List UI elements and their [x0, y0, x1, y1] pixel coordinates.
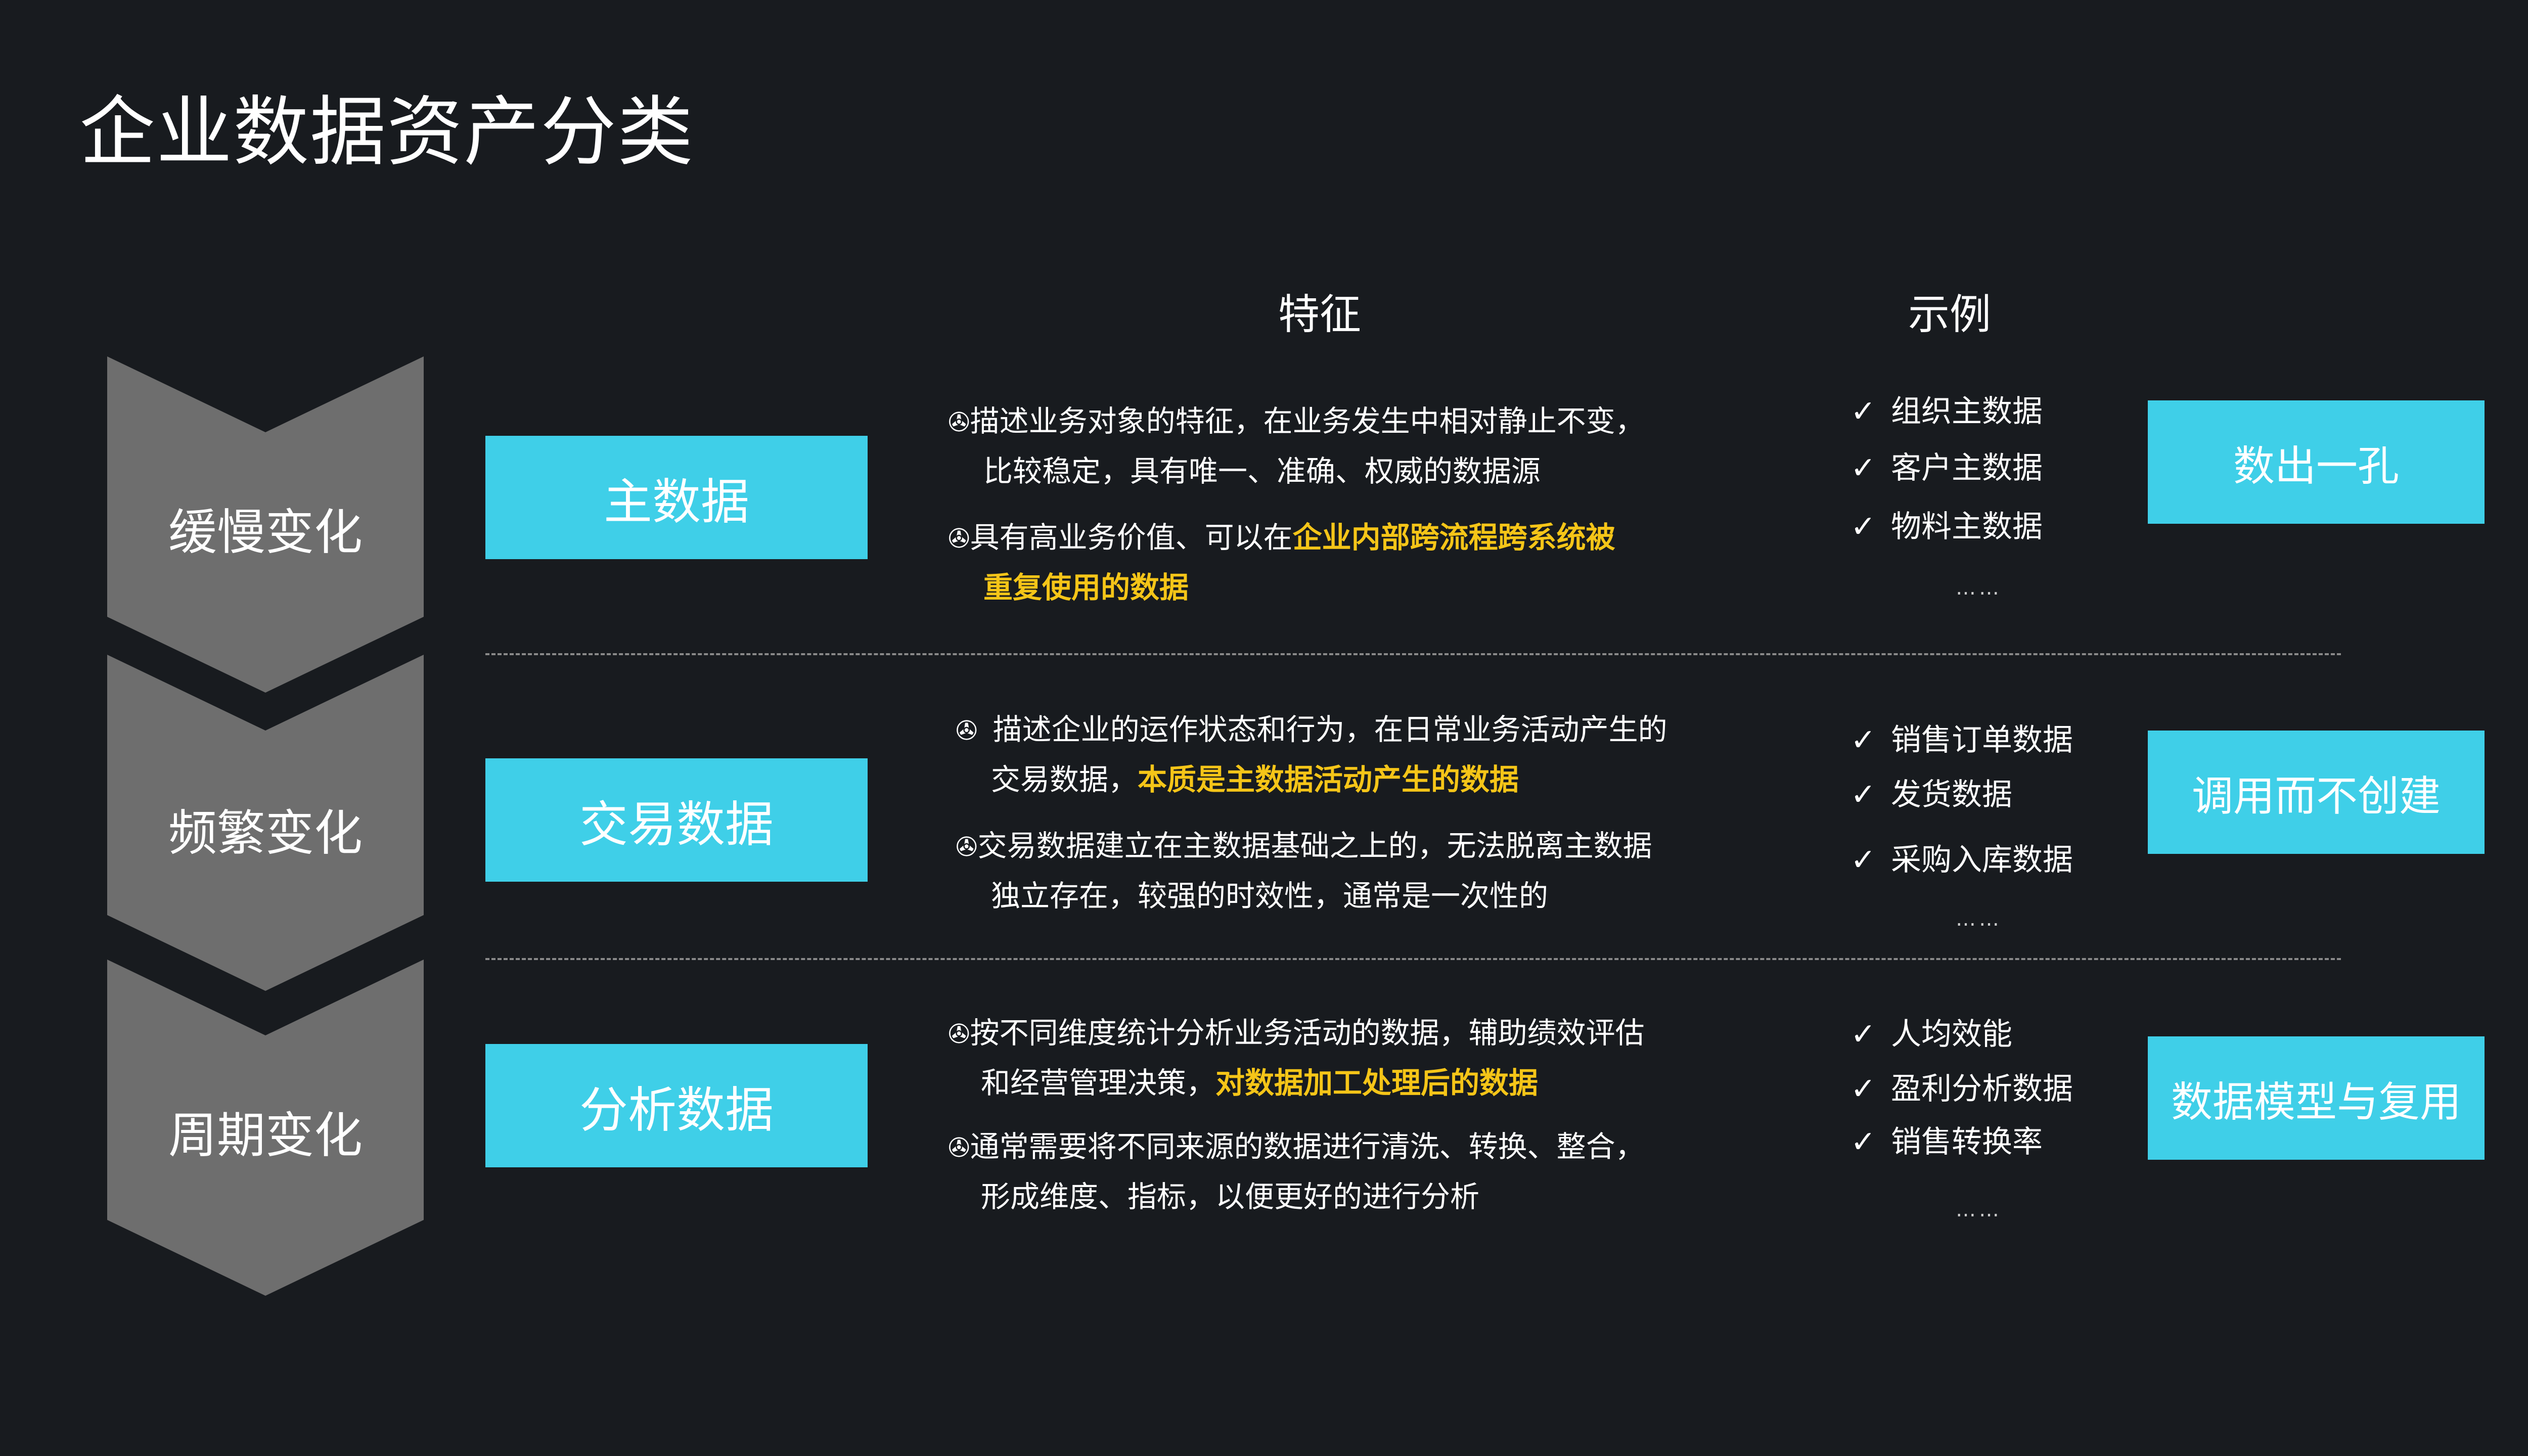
page-title: 企业数据资产分类 [79, 88, 695, 176]
category-analysis-data: 分析数据 [485, 1044, 868, 1167]
feature-master-2: ✇具有高业务价值、可以在企业内部跨流程跨系统被 重复使用的数据 [948, 520, 1615, 605]
ellipsis: …… [1956, 576, 2002, 600]
check-icon: ✓ [1850, 1017, 1876, 1052]
chevron-slow-change: 缓慢变化 [107, 356, 424, 693]
bullet-icon: ✇ [948, 407, 970, 438]
category-master-data: 主数据 [485, 436, 868, 559]
ellipsis: …… [1956, 1198, 2002, 1221]
bullet-icon: ✇ [956, 716, 978, 746]
check-icon: ✓ [1850, 1124, 1876, 1160]
feature-master-1: ✇描述业务对象的特征，在业务发生中相对静止不变， 比较稳定，具有唯一、准确、权威… [948, 404, 1645, 488]
example-item: ✓物料主数据 [1850, 509, 2043, 544]
feature-analysis-2: ✇通常需要将不同来源的数据进行清洗、转换、整合， 形成维度、指标，以便更好的进行… [948, 1129, 1645, 1214]
check-icon: ✓ [1850, 777, 1876, 812]
bullet-icon: ✇ [948, 1019, 970, 1050]
category-transaction-data: 交易数据 [485, 758, 868, 882]
check-icon: ✓ [1850, 450, 1876, 486]
example-item: ✓采购入库数据 [1850, 842, 2073, 878]
result-call-not-create: 调用而不创建 [2148, 731, 2485, 854]
feature-transaction-1: ✇描述企业的运作状态和行为，在日常业务活动产生的 交易数据，本质是主数据活动产生… [956, 712, 1667, 797]
stage-label-frequent: 频繁变化 [168, 805, 363, 861]
bullet-icon: ✇ [948, 524, 970, 554]
example-item: ✓客户主数据 [1850, 450, 2043, 486]
result-single-source: 数出一孔 [2148, 400, 2485, 524]
ellipsis: …… [1956, 907, 2002, 931]
example-item: ✓人均效能 [1850, 1017, 2012, 1052]
feature-analysis-1: ✇按不同维度统计分析业务活动的数据，辅助绩效评估 和经营管理决策，对数据加工处理… [948, 1016, 1645, 1100]
check-icon: ✓ [1850, 509, 1876, 544]
check-icon: ✓ [1850, 722, 1876, 758]
row-divider [485, 653, 2341, 655]
chevron-periodic-change: 周期变化 [107, 960, 424, 1296]
check-icon: ✓ [1850, 1071, 1876, 1107]
bullet-icon: ✇ [956, 832, 978, 862]
check-icon: ✓ [1850, 394, 1876, 429]
feature-transaction-2: ✇交易数据建立在主数据基础之上的，无法脱离主数据 独立存在，较强的时效性，通常是… [956, 829, 1652, 913]
bullet-icon: ✇ [948, 1133, 970, 1163]
features-header: 特征 [1278, 291, 1362, 339]
example-item: ✓销售订单数据 [1850, 722, 2073, 758]
check-icon: ✓ [1850, 842, 1876, 878]
example-item: ✓组织主数据 [1850, 394, 2043, 429]
example-item: ✓发货数据 [1850, 777, 2012, 812]
row-divider [485, 958, 2341, 960]
example-item: ✓盈利分析数据 [1850, 1071, 2073, 1107]
result-data-model-reuse: 数据模型与复用 [2148, 1036, 2485, 1160]
example-item: ✓销售转换率 [1850, 1124, 2043, 1160]
examples-header: 示例 [1908, 291, 1992, 339]
chevron-frequent-change: 频繁变化 [107, 655, 424, 991]
stage-label-periodic: 周期变化 [168, 1107, 363, 1164]
stage-label-slow: 缓慢变化 [168, 504, 363, 561]
